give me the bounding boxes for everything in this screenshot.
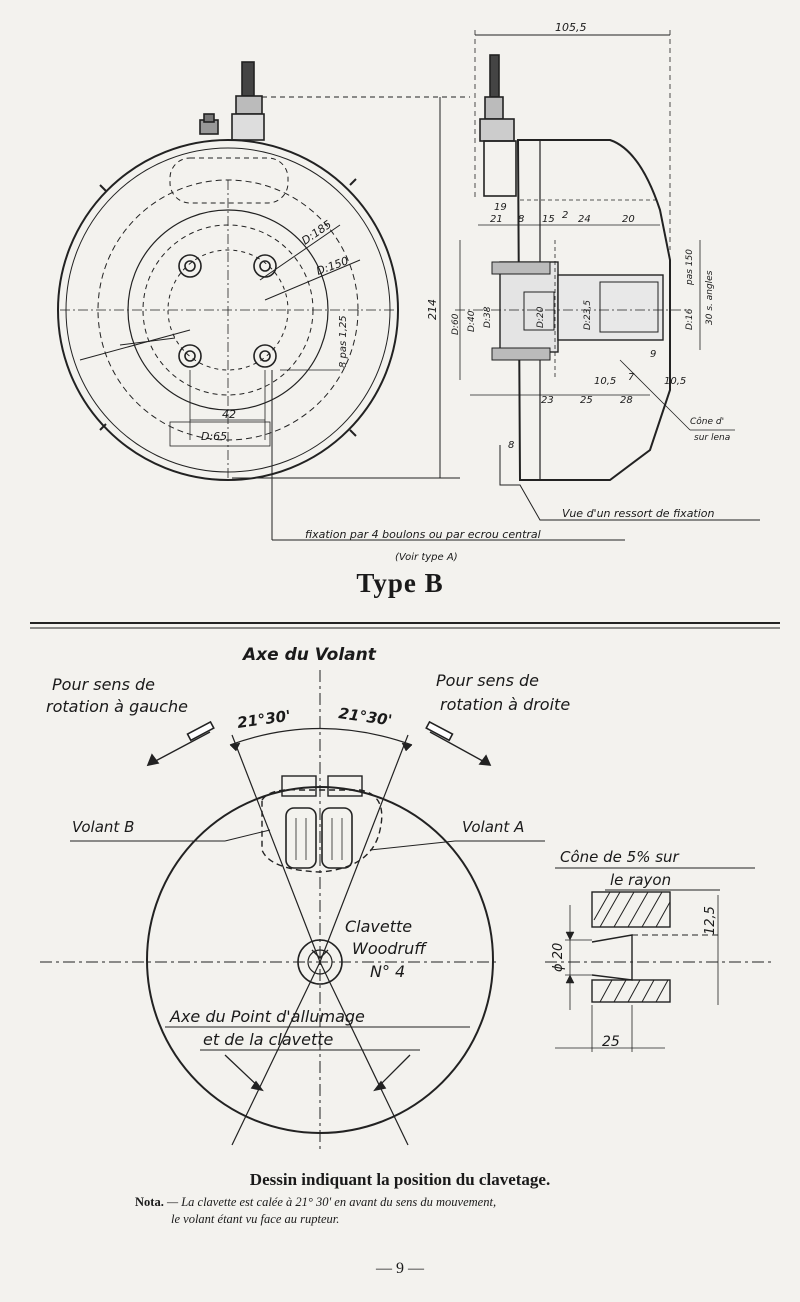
dim-42: 42 — [222, 408, 236, 421]
rotation-right-arrow-icon — [429, 731, 491, 766]
dim-28: 28 — [620, 395, 633, 406]
clavette-label-line2: Woodruff — [352, 939, 428, 958]
droite-label-line2: rotation à droite — [440, 695, 570, 714]
angle-left-label: 21°30' — [236, 707, 292, 732]
dim-8-bottom: 8 — [508, 440, 514, 451]
type-b-title: Type B — [356, 568, 444, 598]
dim-d23-5: D:23,5 — [583, 300, 593, 330]
cone-detail — [545, 867, 775, 1052]
volant-a-label: Volant A — [462, 818, 524, 836]
dim-d60: D:60 — [451, 313, 461, 335]
dim-pas150: pas 150 — [685, 249, 695, 286]
dim-8pas125: 8 pas 1,25 — [338, 315, 349, 368]
axe-point-label-line2: et de la clavette — [203, 1030, 334, 1049]
dim-d16: D:16 — [685, 308, 695, 330]
voir-type-a-note: (Voir type A) — [395, 552, 458, 563]
ressort-note: Vue d'un ressort de fixation — [562, 507, 715, 520]
dim-23: 23 — [541, 395, 554, 406]
dim-25-detail: 25 — [602, 1034, 620, 1050]
cone-5-label-line1: Cône de 5% sur — [560, 848, 680, 866]
cone-note-line2: sur lena — [694, 433, 730, 443]
droite-label-line1: Pour sens de — [436, 671, 539, 690]
dim-d38: D:38 — [483, 306, 493, 328]
nota-line1: — La clavette est calée à 21° 30' en ava… — [166, 1195, 497, 1209]
dim-12-5: 12,5 — [703, 906, 718, 935]
dim-7: 7 — [628, 372, 635, 383]
cone-5-label-line2: le rayon — [610, 871, 671, 889]
dim-9: 9 — [650, 349, 656, 360]
nota-line2: le volant étant vu face au rupteur. — [171, 1212, 340, 1226]
dim-10-5-left: 10,5 — [594, 376, 616, 387]
hub-icon — [297, 939, 343, 985]
dim-15: 15 — [542, 214, 555, 225]
dim-8-top: 8 — [518, 214, 524, 225]
axe-du-volant-label: Axe du Volant — [241, 645, 377, 665]
page-number: — 9 — — [376, 1260, 424, 1277]
volant-b-label: Volant B — [72, 818, 134, 836]
angle-right-label: 21°30' — [337, 704, 393, 729]
bolt-icon — [178, 254, 277, 368]
dim-214: 214 — [426, 299, 439, 320]
clavette-label-line3: N° 4 — [370, 962, 405, 981]
dim-10-5-right: 10,5 — [664, 376, 686, 387]
dim-d150: D:150 — [315, 254, 351, 278]
gauche-label-line1: Pour sens de — [52, 675, 155, 694]
dim-d20: D:20 — [536, 306, 546, 328]
front-view — [57, 61, 625, 541]
dim-30-s-angles: 30 s. angles — [705, 270, 715, 325]
dim-19: 19 — [494, 202, 507, 213]
fixation-note: fixation par 4 boulons ou par ecrou cent… — [305, 528, 541, 541]
nota-block: Nota. — La clavette est calée à 21° 30' … — [135, 1194, 695, 1228]
dim-21: 21 — [490, 214, 503, 225]
dim-2: 2 — [562, 210, 568, 221]
dim-105-5: 105,5 — [555, 21, 587, 34]
gauche-label-line2: rotation à gauche — [46, 697, 188, 716]
rotation-left-arrow-icon — [147, 731, 211, 766]
dim-25-side: 25 — [580, 395, 593, 406]
dim-d40: D:40 — [467, 310, 477, 332]
dim-20: 20 — [622, 214, 635, 225]
cone-note-line1: Cône d' — [690, 416, 724, 427]
figure-caption: Dessin indiquant la position du clavetag… — [249, 1170, 551, 1189]
clavette-label-line1: Clavette — [345, 917, 412, 936]
axe-point-label-line1: Axe du Point d'allumage — [169, 1007, 365, 1026]
dim-d65: D:65 — [201, 430, 227, 443]
dim-phi20: ϕ 20 — [551, 943, 566, 972]
terminal-stud-icon — [241, 61, 255, 97]
dim-24: 24 — [578, 214, 591, 225]
nota-label: Nota. — [135, 1195, 164, 1209]
keying-diagram — [40, 670, 545, 1150]
side-view — [455, 30, 760, 521]
